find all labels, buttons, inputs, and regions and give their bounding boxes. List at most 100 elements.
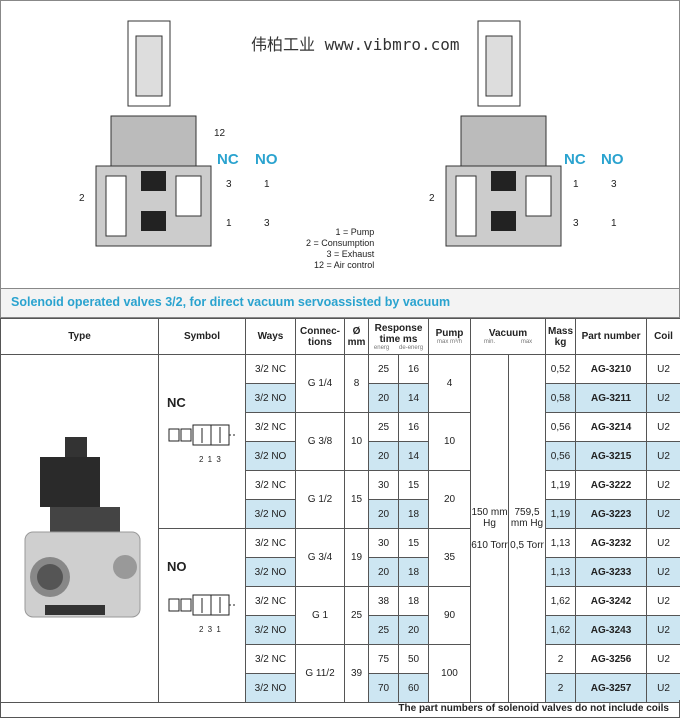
response-label: Response time ms [374,322,423,345]
col-diameter: Ø mm [344,318,369,355]
coil-cell: U2 [646,528,680,558]
energ-cell: 38 [368,586,399,616]
part-number-cell: AG-3222 [575,470,648,500]
part-number-cell: AG-3223 [575,499,648,529]
legend-item: 2 = Consumption [306,238,375,248]
vac-min-torr: 610 Torr [471,539,508,551]
coil-cell: U2 [646,586,680,616]
no-label: NO [255,151,278,168]
diameter-cell: 39 [344,644,369,703]
energ-cell: 70 [368,673,399,703]
coil-cell: U2 [646,354,680,384]
part-number-cell: AG-3215 [575,441,648,471]
ways-cell: 3/2 NC [245,528,296,558]
col-coil: Coil [646,318,680,355]
section-title: Solenoid operated valves 3/2, for direct… [0,288,680,318]
ways-cell: 3/2 NC [245,586,296,616]
coil-cell: U2 [646,412,680,442]
deenerg-cell: 15 [398,528,429,558]
energ-cell: 20 [368,557,399,587]
coil-cell: U2 [646,470,680,500]
deenerg-cell: 14 [398,383,429,413]
energ-cell: 25 [368,354,399,384]
energ-cell: 30 [368,470,399,500]
coil-cell: U2 [646,383,680,413]
port-2-label-right: 2 [429,193,435,204]
mass-cell: 2 [545,644,577,674]
port-number: 3 [573,218,579,229]
coil-cell: U2 [646,499,680,529]
energ-cell: 20 [368,499,399,529]
vac-max-mmhg: 759,5 mm Hg [510,506,544,529]
vacuum-min-cell: 150 mm Hg 610 Torr [470,354,509,703]
port-number: 3 [264,218,270,229]
coil-cell: U2 [646,673,680,703]
no-port-numbers: 2 3 1 [199,625,222,634]
energ-label: energ [373,344,390,351]
pump-cell: 10 [428,412,471,471]
part-number-cell: AG-3243 [575,615,648,645]
port-2-label: 2 [79,193,85,204]
valve-cross-section-diagrams: 12 2 2 NC NO 3 1 1 3 NC NO 1 3 3 1 1 = P… [0,0,680,288]
pump-cell: 35 [428,528,471,587]
deenerg-cell: 50 [398,644,429,674]
watermark: 伟柏工业 www.vibmro.com [251,35,460,54]
ways-cell: 3/2 NC [245,644,296,674]
vac-min-label: min. [483,339,496,345]
connection-cell: G 1/2 [295,470,345,529]
deenerg-cell: 15 [398,470,429,500]
deenerg-label: de-energ [399,344,424,351]
port-legend: 1 = Pump 2 = Consumption 3 = Exhaust 12 … [306,227,374,271]
valve-photo [24,437,140,618]
part-number-cell: AG-3210 [575,354,648,384]
energ-cell: 30 [368,528,399,558]
col-type: Type [0,318,159,355]
part-number-cell: AG-3256 [575,644,648,674]
vac-min-mmhg: 150 mm Hg [471,506,508,529]
part-number-cell: AG-3257 [575,673,648,703]
energ-cell: 20 [368,383,399,413]
no-label-right: NO [601,151,624,168]
energ-cell: 20 [368,441,399,471]
nc-label: NC [217,151,239,168]
diameter-cell: 15 [344,470,369,529]
mass-cell: 0,52 [545,354,577,384]
part-number-cell: AG-3232 [575,528,648,558]
ways-cell: 3/2 NO [245,615,296,645]
nc-valve-symbol-icon [167,417,237,456]
mass-cell: 0,56 [545,412,577,442]
legend-item: 12 = Air control [314,260,375,270]
diameter-cell: 8 [344,354,369,413]
nc-port-numbers: 2 1 3 [199,455,222,464]
port-number: 1 [264,179,270,190]
coil-cell: U2 [646,615,680,645]
connection-cell: G 1 [295,586,345,645]
header-row: Type Symbol Ways Connec-tions Ø mm Respo… [0,318,680,355]
pump-cell: 90 [428,586,471,645]
mass-cell: 0,56 [545,441,577,471]
deenerg-cell: 60 [398,673,429,703]
port-12-label: 12 [214,128,226,139]
mass-cell: 1,62 [545,615,577,645]
port-number: 3 [226,179,232,190]
vacuum-label: Vacuum [488,328,528,339]
legend-item: 1 = Pump [335,227,375,237]
coil-cell: U2 [646,557,680,587]
pump-cell: 4 [428,354,471,413]
port-number: 3 [611,179,617,190]
ways-cell: 3/2 NO [245,499,296,529]
energ-cell: 25 [368,412,399,442]
diameter-cell: 19 [344,528,369,587]
port-number: 1 [611,218,617,229]
part-number-cell: AG-3214 [575,412,648,442]
